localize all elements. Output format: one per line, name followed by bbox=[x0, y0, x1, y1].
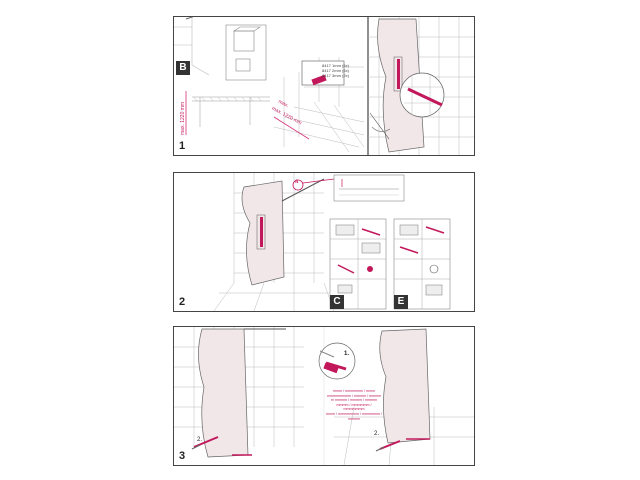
badge-b: B bbox=[176, 61, 190, 75]
step-1-panel: B max. 1220 mm max. max. 1220 mm 8417 1m… bbox=[173, 16, 475, 156]
parts-table-row: 8417 1mm (6x) bbox=[322, 63, 349, 68]
detail-step-label: 1. bbox=[344, 351, 350, 357]
step-2-panel: a C E 2 bbox=[173, 172, 475, 312]
note-line: mmm / mmmmmm / mmm bbox=[333, 389, 375, 393]
parts-table: 8417 1mm (6x) 8417 2mm (6x) 8417 3mm (2x… bbox=[322, 63, 349, 78]
note-line: mmmmmmmm / mmmm / mmmm bbox=[327, 393, 381, 398]
note-line: mmmm / mmmmmm / mmmmmmm bbox=[336, 402, 372, 412]
badge-c: C bbox=[330, 295, 344, 309]
note-line: m mmmm / mmmm / mmmm bbox=[331, 398, 377, 403]
screw-step-label-right: 2. bbox=[374, 431, 380, 437]
step-2-illustration bbox=[213, 173, 451, 311]
note-line: mmm / mmmmmmm / mmmmmm / mmmm bbox=[326, 411, 382, 421]
callout-a: a bbox=[295, 179, 299, 185]
height-dimension-label: max. 1220 mm bbox=[180, 101, 186, 135]
step-number: 1 bbox=[179, 140, 186, 152]
installation-note: mmm / mmmmmm / mmm mmmmmmmm / mmmm / mmm… bbox=[326, 389, 382, 421]
step-1-illustration bbox=[174, 17, 474, 155]
parts-table-row: 8417 2mm (6x) bbox=[322, 68, 349, 73]
step-number: 2 bbox=[179, 296, 186, 308]
step-number: 3 bbox=[179, 450, 186, 462]
screw-step-label-left: 2. bbox=[197, 437, 203, 443]
badge-e: E bbox=[394, 295, 408, 309]
step-3-panel: 1. 2. 2. mmm / mmmmmm / mmm mmmmmmmm / m… bbox=[173, 326, 475, 466]
step-3-illustration bbox=[174, 327, 474, 465]
parts-table-row: 8417 3mm (2x) bbox=[322, 73, 349, 78]
